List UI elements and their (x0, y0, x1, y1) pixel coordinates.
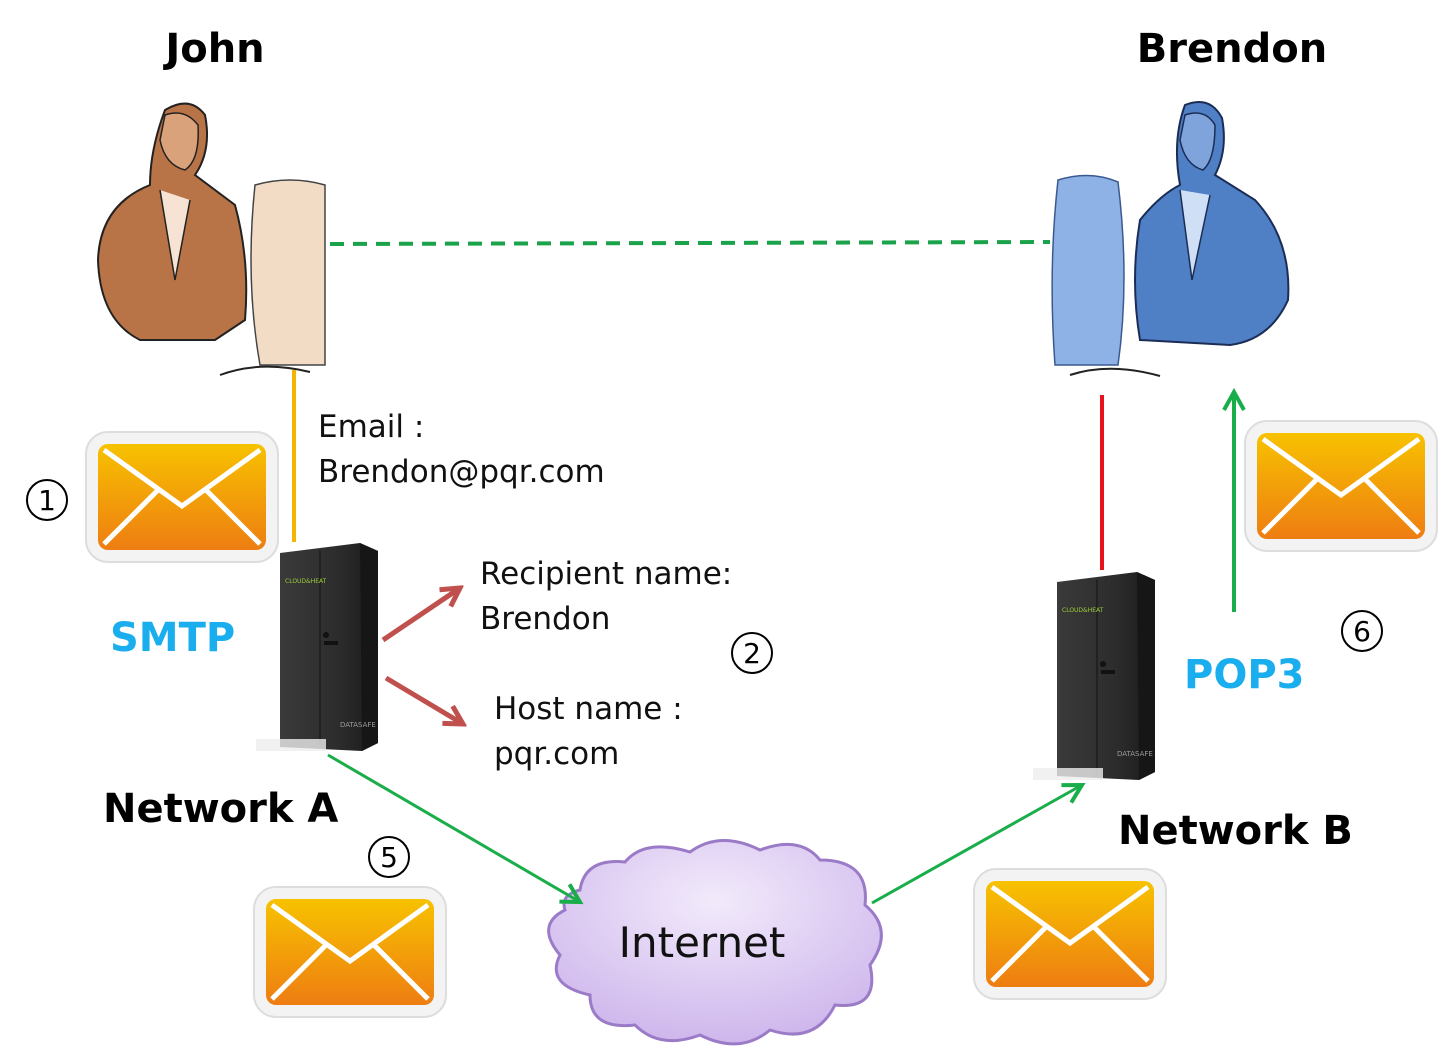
step-5: 5 (368, 836, 410, 878)
john-user-at-computer-icon (96, 102, 326, 376)
recipient-arrow (381, 588, 460, 643)
svg-text:1: 1 (38, 484, 56, 517)
recipient-value: Brendon (480, 601, 610, 637)
svg-text:2: 2 (743, 637, 761, 670)
email-label: Email : (318, 409, 424, 445)
host-value: pqr.com (494, 736, 619, 772)
network-a-to-internet-arrow (327, 753, 580, 902)
step-2: 2 (731, 632, 773, 674)
direct-link-dashed-line (329, 240, 1051, 246)
host-arrow (384, 675, 463, 724)
envelope-icon-step-1 (86, 432, 278, 562)
step-1: 1 (26, 479, 68, 521)
recipient-name: Brendon (1137, 26, 1327, 72)
server-b-badge: DATASAFE (1117, 750, 1153, 758)
network-a-label: Network A (103, 786, 338, 832)
server-network-a-icon (255, 542, 379, 752)
smtp-label: SMTP (110, 615, 235, 661)
network-b-label: Network B (1118, 808, 1353, 854)
server-a-badge: DATASAFE (340, 721, 376, 729)
internet-cloud-icon (547, 839, 883, 1046)
step-6: 6 (1341, 610, 1383, 652)
sender-name: John (162, 26, 264, 72)
svg-text:6: 6 (1353, 615, 1371, 648)
pop3-label: POP3 (1184, 652, 1304, 698)
envelope-icon-step-5 (254, 887, 446, 1017)
server-network-b-icon (1032, 571, 1156, 781)
svg-text:5: 5 (380, 841, 398, 874)
brendon-user-at-computer-icon (1051, 101, 1290, 377)
recipient-label: Recipient name: (480, 556, 732, 592)
email-address: Brendon@pqr.com (318, 454, 605, 490)
envelope-icon-internet (974, 869, 1166, 999)
envelope-icon-step-6 (1245, 421, 1437, 551)
host-label: Host name : (494, 691, 683, 727)
internet-to-network-b-arrow (871, 785, 1082, 905)
internet-label: Internet (619, 918, 786, 967)
